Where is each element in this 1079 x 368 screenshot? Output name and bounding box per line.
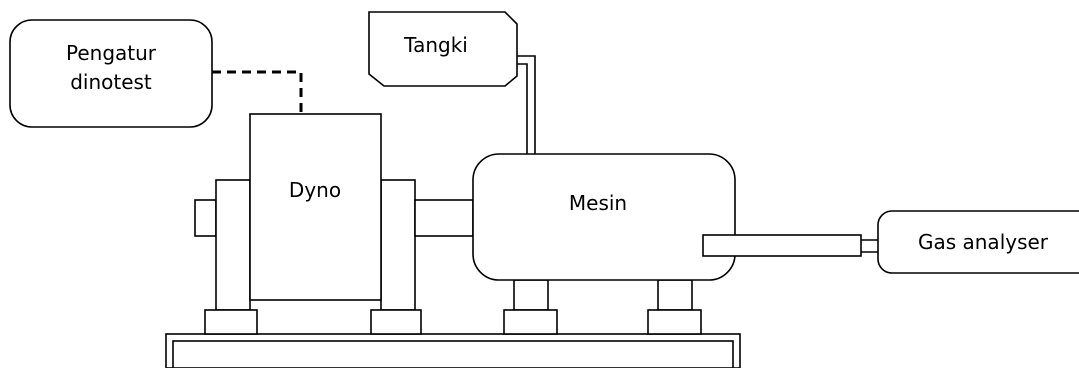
- engine-label: Mesin: [569, 191, 627, 215]
- dyno-left-shaft-stub: [194, 199, 217, 237]
- fuel-line-outer: [517, 55, 536, 154]
- dyno-box: [249, 113, 382, 301]
- engine-left-foot: [503, 309, 558, 335]
- dyno-label: Dyno: [289, 178, 341, 202]
- engine-right-foot: [647, 309, 702, 335]
- fuel-line-inner: [517, 63, 528, 154]
- engine-right-support: [657, 279, 693, 311]
- exhaust-pipe: [702, 234, 862, 257]
- controller-dyno-dashed-link: [212, 70, 303, 114]
- tank-box: [368, 11, 518, 87]
- coupling-shaft: [414, 199, 474, 237]
- dyno-right-bearing: [380, 179, 416, 311]
- tank-label: Tangki: [403, 33, 468, 57]
- dyno-left-bearing: [215, 179, 251, 311]
- engine-box: [472, 153, 736, 281]
- dyno-right-foot: [370, 309, 422, 335]
- gas-analyser-box: [877, 210, 1079, 274]
- dyno-left-foot: [204, 309, 258, 335]
- controller-label-line1: Pengatur: [66, 41, 157, 65]
- engine-left-support: [513, 279, 549, 311]
- base-plate-inner: [172, 340, 734, 368]
- controller-label-line2: dinotest: [70, 70, 152, 94]
- gas-analyser-label: Gas analyser: [918, 230, 1049, 254]
